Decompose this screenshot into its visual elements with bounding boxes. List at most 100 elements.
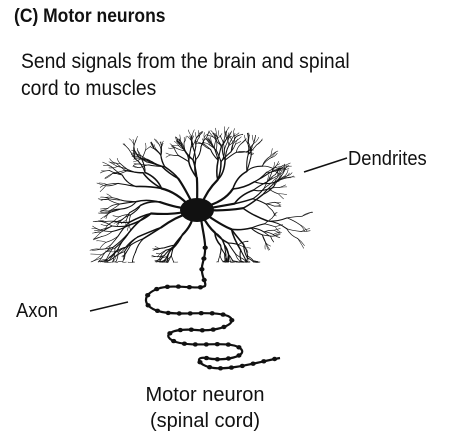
dendrite-branch [153,144,157,150]
dendrite-branch [155,259,159,263]
dendrite-branch [301,212,313,217]
dendrite-branch [98,220,106,222]
dendrite-branch [223,243,227,255]
dendrite-branch [112,215,121,217]
dendrite-branch [271,180,280,184]
dendrite-branch [264,217,273,225]
dendrite-branch [246,165,263,172]
dendrite-branch [99,211,110,214]
dendrite-branch [103,165,112,168]
dendrite-branch [160,260,166,263]
myelin-bead [181,341,187,346]
dendrite-branch [270,151,277,158]
dendrite-branch [242,258,247,263]
myelin-bead [236,353,242,358]
dendrite-branch [178,138,182,144]
dendrite-branch [242,207,269,222]
figure-description: Send signals from the brain and spinal c… [21,48,350,102]
dendrite-branch [99,184,107,188]
dendrite-branch [124,236,139,253]
dendrite-branch [115,249,119,263]
dendrite-branch [89,248,101,251]
dendrite-branch [134,147,137,154]
dendrite-branch [156,259,161,263]
dendrite-branch [142,226,163,240]
dendrite-branch [270,236,275,243]
dendrite-branch [214,132,217,140]
dendrite-branch [122,143,129,150]
dendrite-branch [282,163,285,174]
dendrite-branch [105,183,119,187]
dendrite-branch [250,227,263,236]
dendrite-branch [139,200,161,207]
dendrite-branch [104,225,108,231]
dendrite-branch [235,253,241,262]
myelin-bead [229,318,235,323]
myelin-bead [236,345,242,350]
myelin-bead [207,365,213,370]
dendrite-branch [170,154,179,156]
dendrite-branch [141,149,146,160]
dendrite-branch [108,252,116,258]
dendrite-branch [163,256,168,263]
dendrite-branch [281,165,292,169]
dendrite-branch [216,159,219,181]
dendrite-branch [224,151,237,161]
dendrite-branch [117,182,137,188]
myelin-bead [210,327,216,332]
dendrite-branch [117,166,129,171]
myelin-bead [188,327,194,332]
dendrite-branch [273,228,281,231]
dendrite-branch [245,247,249,253]
dendrite-branch [224,253,226,261]
dendrite-branch [161,165,180,180]
dendrite-branch [188,147,192,163]
dendrite-branch [214,231,222,247]
dendrite-branch [195,132,197,139]
dendrite-branch [130,237,145,246]
dendrite-branch [283,172,293,177]
dendrite-branch [112,251,125,259]
myelin-bead [197,285,203,290]
myelin-bead [167,331,173,336]
myelin-bead [198,311,204,316]
myelin-bead [201,256,207,261]
dendrite-branch [153,248,159,250]
dendrite-branch [173,233,184,247]
dendrite-branch [106,246,114,259]
dendrite-branch [252,188,270,192]
dendrite-branch [274,161,280,168]
dendrite-branch [235,134,244,138]
dendrite-branch [100,224,108,226]
dendrite-branch [112,247,116,263]
dendrite-branch [174,141,179,146]
dendrite-branch [99,242,107,249]
dendrite-branch [153,148,162,156]
myelin-bead [171,338,177,344]
dendrite-branch [233,128,235,137]
dendrite-branch [273,176,279,187]
myelin-bead [272,356,278,362]
dendrite-branch [129,204,142,214]
dendrite-branch [210,148,219,161]
dendrite-branch [275,167,280,175]
dendrite-branch [243,240,249,243]
dendrite-branch [247,255,254,262]
dendrite-branch [100,208,109,210]
dendrite-branch [235,253,244,260]
dendrite-branch [137,149,141,156]
dendrite-branch [223,259,226,263]
dendrite-branch [133,163,140,166]
dendrite-branch [128,212,152,223]
dendrite-branch [97,257,103,263]
dendrite-branch [160,249,167,254]
dendrites [89,126,313,264]
myelin-bead [187,311,193,316]
dendrite-branch [117,248,122,254]
dendrite-branch [191,129,195,137]
dendrite-branch [233,132,240,137]
myelin-bead [199,267,205,272]
dendrite-branch [286,228,302,232]
dendrite-branch [180,143,185,151]
